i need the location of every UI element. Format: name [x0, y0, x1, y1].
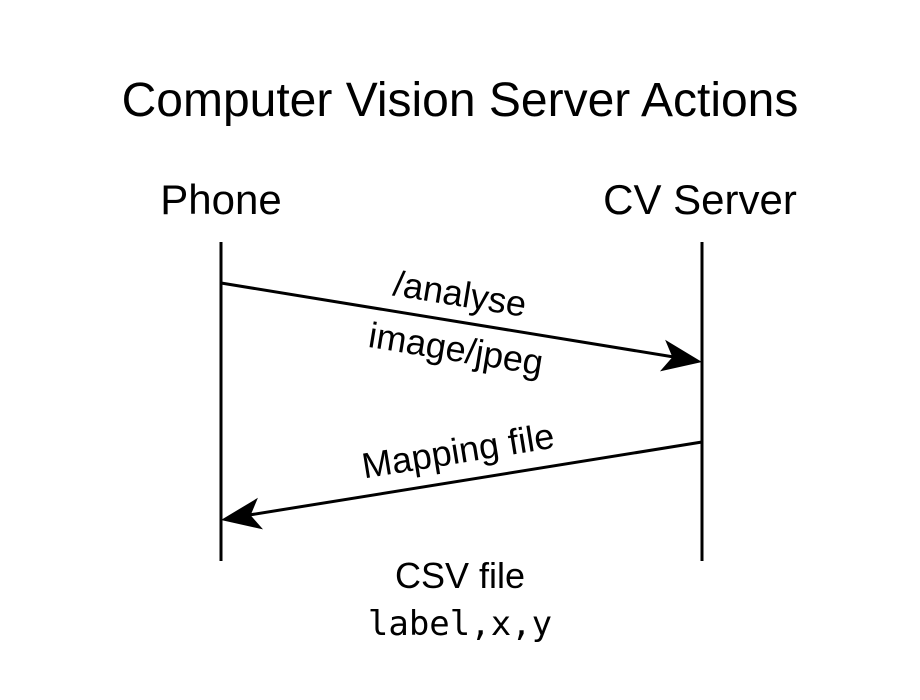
response-arrow	[221, 440, 703, 530]
note-file-type: CSV file	[395, 555, 525, 596]
request-arrowhead	[659, 339, 702, 372]
note-csv-columns: label,x,y	[368, 604, 552, 644]
request-label-content-type: image/jpeg	[366, 314, 546, 383]
actor-cv-server: CV Server	[603, 176, 797, 223]
diagram-title: Computer Vision Server Actions	[122, 74, 799, 127]
actor-phone: Phone	[160, 176, 281, 223]
request-arrow	[220, 281, 702, 372]
request-arrow-line	[220, 281, 681, 360]
response-arrowhead	[221, 497, 264, 530]
response-label: Mapping file	[359, 415, 557, 487]
response-arrow-line	[242, 440, 703, 518]
